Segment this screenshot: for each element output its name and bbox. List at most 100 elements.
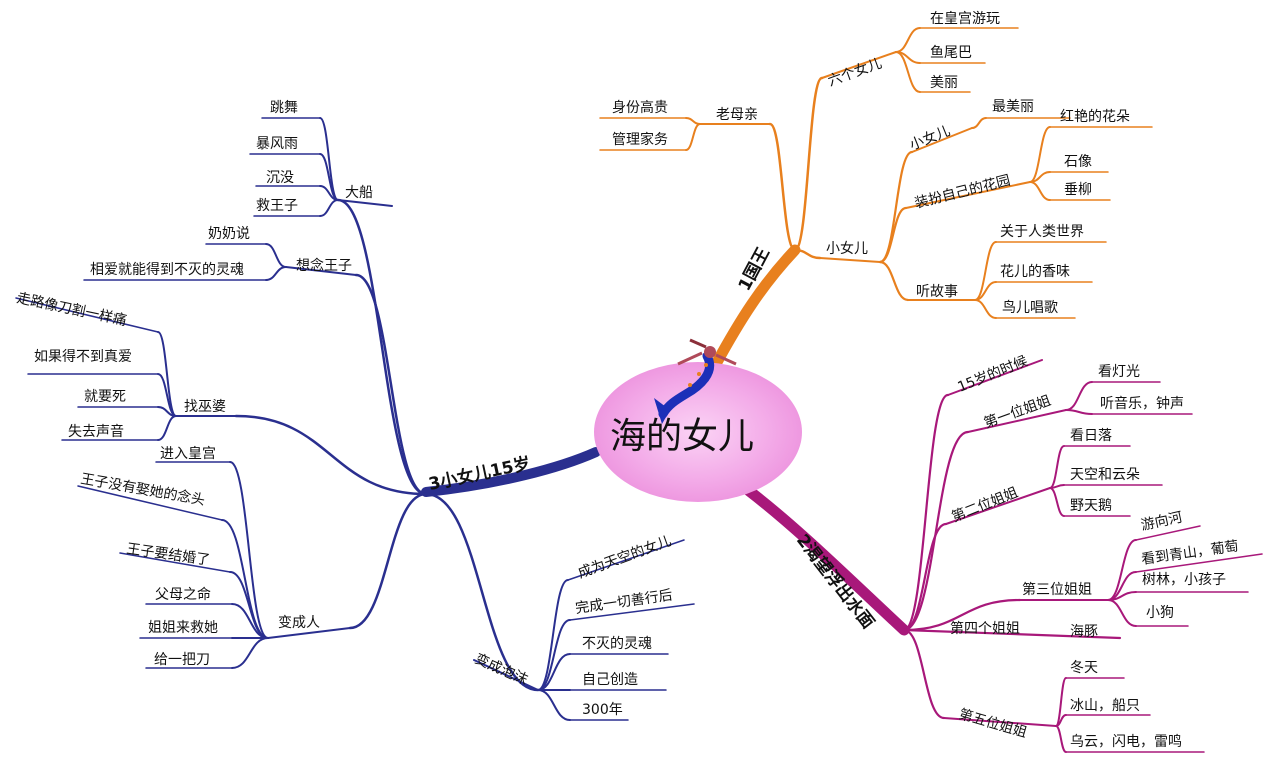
topic-little-daughter-sub: 小女儿 bbox=[907, 122, 952, 153]
connector-line bbox=[967, 409, 1067, 433]
topic-six-daughters: 六个女儿 bbox=[826, 55, 884, 90]
connector-line bbox=[337, 199, 393, 207]
leaf-label: 救王子 bbox=[256, 198, 298, 214]
leaf-label: 野天鹅 bbox=[1070, 497, 1112, 514]
connector-curve bbox=[231, 637, 269, 669]
connector-curve bbox=[265, 243, 287, 268]
connector-line bbox=[267, 627, 351, 639]
connector-line bbox=[15, 297, 159, 333]
leaf-label: 跳舞 bbox=[270, 100, 298, 116]
leaf-label: 最美丽 bbox=[992, 99, 1034, 115]
leaf-label: 姐姐来救她 bbox=[148, 620, 218, 636]
connector-line bbox=[819, 257, 881, 263]
connector-line bbox=[77, 485, 223, 521]
leaf-label: 在皇宫游玩 bbox=[930, 11, 1000, 27]
connector-line bbox=[567, 539, 685, 581]
branch-surface-label: 2渴望浮出水面 bbox=[792, 530, 879, 633]
central-ellipse bbox=[594, 362, 802, 502]
connector-line bbox=[569, 603, 695, 621]
connector-curve bbox=[157, 415, 177, 441]
connector-line bbox=[947, 359, 1043, 396]
leaf-label: 听音乐，钟声 bbox=[1100, 395, 1184, 412]
connector-curve bbox=[1065, 409, 1093, 415]
connector-line bbox=[1135, 553, 1263, 573]
branch-king-trunk bbox=[710, 244, 801, 370]
connector-line bbox=[1135, 525, 1201, 541]
connector-line bbox=[902, 628, 1122, 640]
connector-curve bbox=[234, 414, 428, 496]
leaf-label: 相爱就能得到不灭的灵魂 bbox=[90, 261, 244, 278]
leaf-label: 王子要结婚了 bbox=[125, 541, 210, 569]
leaf-label: 失去声音 bbox=[68, 423, 124, 440]
leaf-label: 自己创造 bbox=[582, 672, 638, 688]
leaf-label: 石像 bbox=[1064, 154, 1092, 170]
connector-curve bbox=[1029, 126, 1051, 183]
connector-curve bbox=[354, 273, 428, 496]
connector-line bbox=[945, 487, 1051, 525]
topic-sister-4: 第四个姐姐 bbox=[950, 620, 1020, 637]
leaf-label: 王子没有娶她的念头 bbox=[79, 470, 206, 509]
connector-curve bbox=[1065, 381, 1093, 411]
connector-curve bbox=[974, 241, 997, 301]
leaf-label: 不灭的灵魂 bbox=[582, 636, 652, 652]
connector-curve bbox=[336, 198, 428, 496]
connector-curve bbox=[902, 393, 950, 632]
leaf-label: 天空和云朵 bbox=[1070, 467, 1140, 483]
leaf-label: 身份高贵 bbox=[612, 99, 668, 116]
connector-curve bbox=[537, 653, 571, 691]
leaf-label: 走路像刀割一样痛 bbox=[15, 289, 128, 329]
leaf-label: 给一把刀 bbox=[154, 652, 210, 668]
topic-ship: 大船 bbox=[345, 185, 373, 201]
leaf-label: 300年 bbox=[582, 702, 623, 718]
connector-curve bbox=[1107, 591, 1137, 601]
connector-curve bbox=[878, 260, 910, 302]
connector-curve bbox=[1107, 539, 1137, 601]
connector-line bbox=[119, 552, 231, 573]
leaf-label: 如果得不到真爱 bbox=[34, 348, 132, 365]
connector-curve bbox=[157, 331, 177, 417]
leaf-label: 成为天空的女儿 bbox=[576, 532, 674, 581]
connector-curve bbox=[537, 689, 571, 721]
leaf-label: 就要死 bbox=[84, 389, 126, 405]
topic-stories: 听故事 bbox=[916, 284, 958, 300]
connector-line bbox=[473, 659, 539, 691]
connector-line bbox=[943, 717, 1057, 727]
leaf-label: 管理家务 bbox=[612, 131, 668, 148]
topic-sister-3: 第三位姐姐 bbox=[1022, 581, 1092, 598]
leaf-label: 花儿的香味 bbox=[1000, 264, 1070, 280]
topic-little-daughter: 小女儿 bbox=[826, 240, 868, 257]
leaf-label: 美丽 bbox=[930, 75, 958, 91]
connector-line bbox=[285, 266, 357, 276]
connector-curve bbox=[974, 299, 997, 319]
leaf-label: 父母之命 bbox=[155, 586, 211, 603]
leaf-label: 冬天 bbox=[1070, 660, 1098, 676]
connector-curve bbox=[537, 619, 571, 691]
connector-curve bbox=[348, 492, 428, 630]
branch-girl-trunk bbox=[421, 447, 601, 497]
mermaid-icon bbox=[654, 338, 737, 424]
central-title: 海的女儿 bbox=[610, 416, 754, 457]
topic-sister-2: 第二位姐姐 bbox=[949, 484, 1020, 526]
leaf-label: 沉没 bbox=[266, 170, 294, 186]
connector-curve bbox=[1049, 445, 1065, 489]
leaf-label: 红艳的花朵 bbox=[1060, 109, 1130, 125]
leaf-label: 关于人类世界 bbox=[1000, 224, 1084, 240]
connector-curve bbox=[793, 248, 822, 260]
topic-miss-prince: 想念王子 bbox=[296, 257, 352, 274]
leaf-label: 暴风雨 bbox=[256, 136, 298, 152]
connector-curve bbox=[319, 199, 339, 217]
leaf-label: 垂柳 bbox=[1064, 181, 1092, 198]
connector-curve bbox=[971, 117, 987, 129]
connector-line bbox=[821, 51, 897, 79]
leaf-label: 奶奶说 bbox=[208, 226, 250, 242]
connector-curve bbox=[793, 76, 824, 252]
connector-curve bbox=[1055, 714, 1067, 727]
connector-line bbox=[911, 127, 973, 153]
connector-curve bbox=[685, 117, 701, 125]
connector-curve bbox=[902, 628, 946, 720]
topic-sister-5: 第五位姐姐 bbox=[957, 706, 1029, 742]
topic-old-mother: 老母亲 bbox=[716, 107, 758, 123]
connector-curve bbox=[902, 598, 1022, 632]
